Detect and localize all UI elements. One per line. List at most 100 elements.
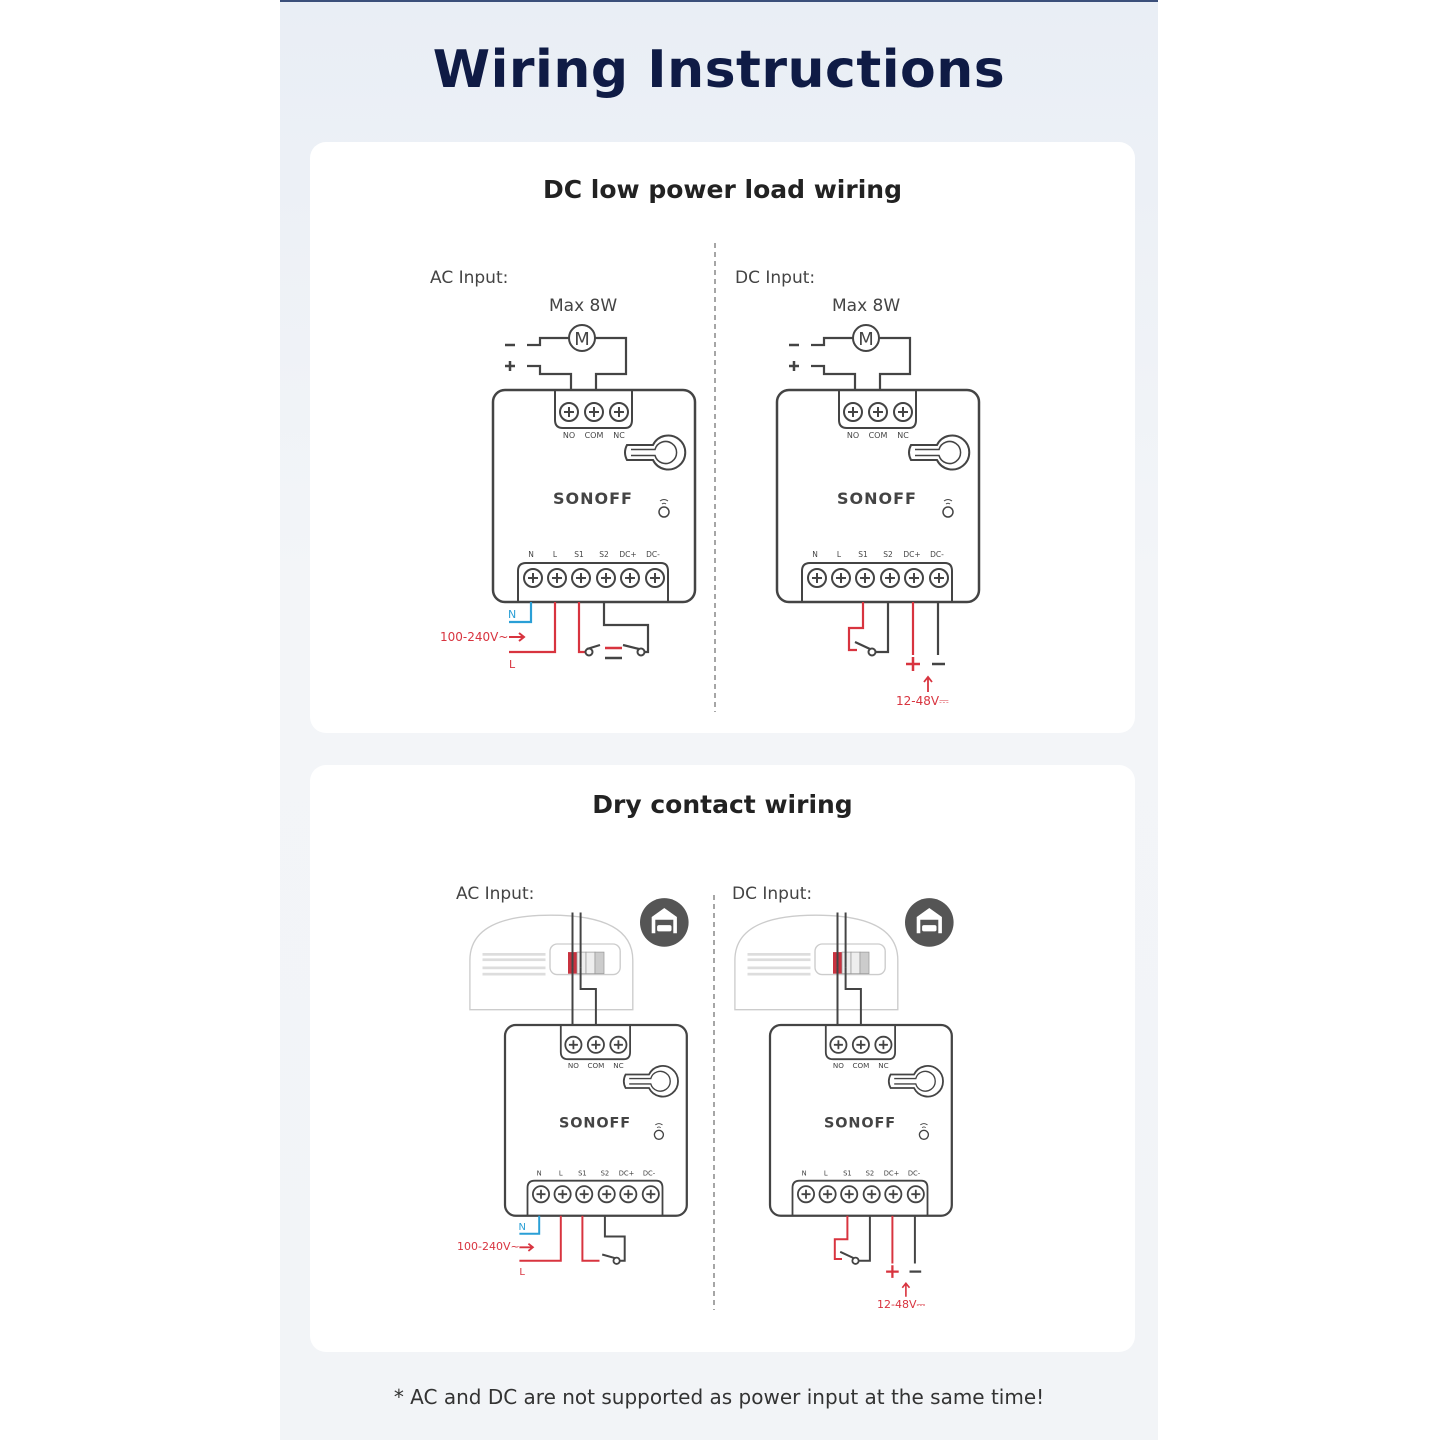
- dc-input-label: DC Input:: [735, 268, 816, 288]
- screw-slot: [579, 1189, 589, 1199]
- device-body: [503, 1023, 688, 1217]
- screw-slot: [591, 1040, 601, 1050]
- terminal-screw: [609, 1035, 628, 1054]
- bottom-terminal-block: [791, 1179, 929, 1216]
- screw-slot: [898, 407, 908, 417]
- terminal-screw: [818, 1185, 837, 1204]
- terminal-label: S1: [578, 1169, 587, 1177]
- wire: [577, 602, 586, 654]
- terminal-screw: [855, 568, 875, 588]
- ac-voltage-label: 100-240V~: [457, 1240, 520, 1253]
- housing-vent: [482, 958, 546, 962]
- loop-icon-inner: [629, 1070, 671, 1092]
- screw-slot: [867, 1189, 877, 1199]
- switch-arm: [601, 1253, 616, 1260]
- terminal-label: L: [837, 550, 842, 559]
- terminal-screw: [596, 568, 616, 588]
- device-body: [768, 1023, 953, 1217]
- switch-pivot: [636, 647, 646, 657]
- opener-terminal-area: [814, 943, 886, 976]
- terminal-screw: [547, 568, 567, 588]
- garage-door-icon: [905, 898, 954, 947]
- terminal-screw: [868, 402, 888, 422]
- neutral-label: N: [519, 1222, 526, 1233]
- terminal-screw: [851, 1035, 870, 1054]
- screw-slot: [911, 1189, 921, 1199]
- neutral-wire: [519, 1215, 541, 1235]
- terminal-screw: [843, 402, 863, 422]
- polarity-symbols: [789, 343, 799, 371]
- pair-button: [918, 1129, 930, 1140]
- terminal-screw: [564, 1035, 583, 1054]
- terminal-label: S1: [858, 550, 868, 559]
- page-title: Wiring Instructions: [432, 40, 1006, 100]
- card-dc-load: [310, 142, 1135, 733]
- terminal-label: COM: [852, 1061, 869, 1070]
- terminal-screw: [797, 1185, 816, 1204]
- screw-slot: [833, 1040, 843, 1050]
- ac-voltage-label: 100-240V~: [440, 630, 509, 644]
- plus-symbol: [886, 1265, 899, 1278]
- terminal-label: L: [559, 1169, 563, 1177]
- device-body: [775, 388, 981, 604]
- screw-slot: [558, 1189, 568, 1199]
- screw-slot: [878, 1040, 888, 1050]
- terminal-label: COM: [587, 1061, 604, 1070]
- terminal-screw: [840, 1185, 859, 1204]
- loop-icon-inner: [915, 440, 962, 465]
- wire: [878, 336, 912, 390]
- terminal-label: NC: [613, 1061, 623, 1070]
- neutral-wire: [509, 602, 533, 624]
- switch-pivot: [584, 647, 594, 657]
- live-wire: [519, 1215, 562, 1262]
- polarity-symbols: [505, 343, 515, 371]
- car-shape: [657, 925, 672, 932]
- card-dry-contact: [310, 765, 1135, 1352]
- live-label: L: [519, 1267, 525, 1278]
- top-terminal-block: [838, 390, 917, 429]
- opener-terminal: [594, 951, 605, 975]
- live-wire: [509, 602, 557, 654]
- screw-slot: [909, 573, 919, 583]
- top-divider: [280, 0, 1158, 2]
- section-title-dc-load: DC low power load wiring: [543, 175, 902, 204]
- wire: [527, 364, 573, 390]
- bottom-terminal-block: [526, 1179, 664, 1216]
- wire: [811, 336, 853, 347]
- arrow-icon: [519, 1242, 535, 1252]
- terminal-label: S2: [866, 1169, 875, 1177]
- opener-terminal: [585, 951, 596, 975]
- terminal-screw: [904, 568, 924, 588]
- screw-slot: [623, 1189, 633, 1199]
- housing-vent: [747, 966, 811, 970]
- screw-slot: [602, 1189, 612, 1199]
- screw-slot: [860, 573, 870, 583]
- ac-input-label: AC Input:: [430, 268, 509, 288]
- terminal-screw: [874, 1035, 893, 1054]
- screw-slot: [576, 573, 586, 583]
- loop-icon: [887, 1065, 944, 1098]
- screw-slot: [625, 573, 635, 583]
- wire: [594, 336, 628, 390]
- terminal-label: N: [812, 550, 818, 559]
- terminal-screw: [831, 568, 851, 588]
- terminal-screw: [884, 1185, 903, 1204]
- wire: [811, 364, 857, 390]
- terminal-label: NO: [847, 431, 859, 440]
- terminal-label: S1: [574, 550, 584, 559]
- terminal-screw: [906, 1185, 925, 1204]
- plus-symbol: [906, 657, 920, 671]
- switch-arm: [854, 641, 871, 650]
- terminal-label: NO: [833, 1061, 844, 1070]
- bottom-terminal-block: [801, 562, 953, 602]
- neutral-label: N: [508, 608, 516, 621]
- housing-vent: [482, 953, 546, 956]
- terminal-screw: [553, 1185, 572, 1204]
- pair-button: [658, 506, 670, 518]
- screw-slot: [885, 573, 895, 583]
- terminal-label: COM: [869, 431, 888, 440]
- terminal-screw: [559, 402, 579, 422]
- screw-slot: [650, 573, 660, 583]
- wire: [579, 967, 597, 1025]
